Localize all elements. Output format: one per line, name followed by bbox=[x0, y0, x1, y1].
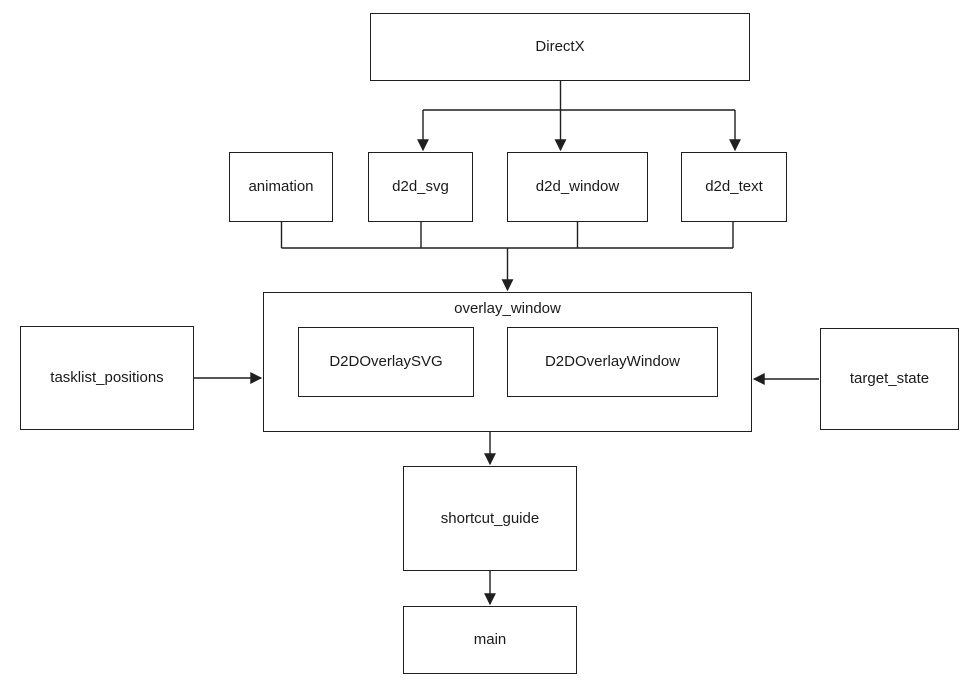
node-d2d-svg-label: d2d_svg bbox=[392, 178, 449, 195]
node-shortcut-guide: shortcut_guide bbox=[403, 466, 577, 571]
node-main: main bbox=[403, 606, 577, 674]
node-d2d-overlay-window-label: D2DOverlayWindow bbox=[544, 353, 681, 370]
node-directx-label: DirectX bbox=[535, 38, 585, 55]
node-animation: animation bbox=[229, 152, 333, 222]
node-d2d-text: d2d_text bbox=[681, 152, 787, 222]
node-d2d-svg: d2d_svg bbox=[368, 152, 473, 222]
node-overlay-window: overlay_window D2DOverlaySVG D2DOverlayW… bbox=[263, 292, 752, 432]
node-tasklist-positions: tasklist_positions bbox=[20, 326, 194, 430]
node-directx: DirectX bbox=[370, 13, 750, 81]
node-tasklist-positions-label: tasklist_positions bbox=[50, 369, 164, 386]
node-main-label: main bbox=[473, 631, 507, 648]
node-shortcut-guide-label: shortcut_guide bbox=[440, 509, 540, 527]
node-d2d-overlay-window: D2DOverlayWindow bbox=[507, 327, 718, 397]
node-animation-label: animation bbox=[248, 178, 314, 195]
node-d2d-window: d2d_window bbox=[507, 152, 648, 222]
node-overlay-window-label: overlay_window bbox=[454, 300, 561, 317]
node-target-state-label: target_state bbox=[849, 370, 930, 387]
node-d2d-window-label: d2d_window bbox=[535, 178, 620, 195]
node-d2d-overlay-svg: D2DOverlaySVG bbox=[298, 327, 474, 397]
node-d2d-overlay-svg-label: D2DOverlaySVG bbox=[329, 353, 443, 370]
node-d2d-text-label: d2d_text bbox=[705, 178, 763, 195]
node-target-state: target_state bbox=[820, 328, 959, 430]
